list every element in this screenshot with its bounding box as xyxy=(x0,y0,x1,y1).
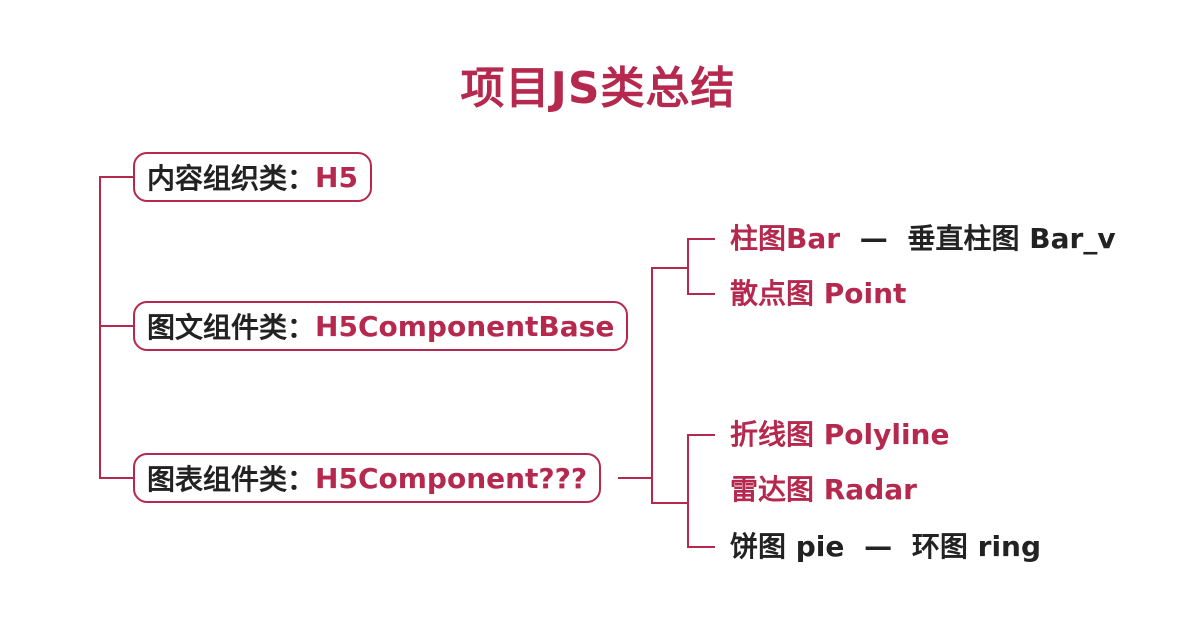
category-value: H5ComponentBase xyxy=(315,309,615,343)
chart-item-name: 柱图Bar xyxy=(730,222,841,255)
chart-item-name: 饼图 pie xyxy=(730,530,845,563)
category-colon: ： xyxy=(287,463,316,496)
chart-item-name: 散点图 Point xyxy=(730,277,907,310)
category-label: 内容组织类 xyxy=(147,162,288,195)
chart-item-pie: 饼图 pie — 环图 ring xyxy=(730,529,1041,565)
chart-item-name: 折线图 Polyline xyxy=(730,418,950,451)
category-box-content: 内容组织类 ： H5 xyxy=(133,152,372,202)
category-box-chart: 图表组件类 ： H5Component??? xyxy=(133,453,602,503)
upper-group-bracket xyxy=(687,238,715,295)
chart-item-polyline: 折线图 Polyline xyxy=(730,417,949,453)
category-label: 图表组件类 xyxy=(147,463,288,496)
chart-item-bar: 柱图Bar — 垂直柱图 Bar_v xyxy=(730,221,1116,257)
left-bracket xyxy=(99,176,133,479)
category-colon: ： xyxy=(287,311,316,344)
category-value: H5Component??? xyxy=(315,461,588,495)
category-value: H5 xyxy=(315,160,358,194)
chart-item-dash: — xyxy=(864,530,893,563)
middle-trunk xyxy=(651,267,687,504)
category-colon: ： xyxy=(287,162,316,195)
chart-item-alt: 垂直柱图 Bar_v xyxy=(907,222,1116,255)
chart-item-radar: 雷达图 Radar xyxy=(730,472,917,508)
chart-item-name: 雷达图 Radar xyxy=(730,473,917,506)
category-box-graphic: 图文组件类 ： H5ComponentBase xyxy=(133,301,629,351)
chart-item-alt: 环图 ring xyxy=(911,530,1042,563)
lower-group-bracket xyxy=(687,434,715,548)
category-label: 图文组件类 xyxy=(147,311,288,344)
chart-item-point: 散点图 Point xyxy=(730,276,906,312)
chart-item-dash: — xyxy=(859,222,888,255)
diagram-title: 项目JS类总结 xyxy=(460,63,736,114)
